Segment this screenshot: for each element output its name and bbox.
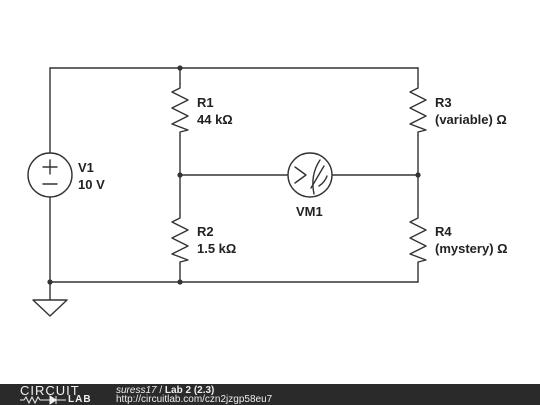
junction-dot	[177, 65, 183, 71]
circuitlab-logo[interactable]: CIRCUIT LAB	[20, 384, 110, 405]
voltmeter-scale-icon	[318, 175, 328, 187]
junction-dot	[177, 279, 183, 285]
vm1-name-label: VM1	[296, 204, 323, 219]
r3-value-label: (variable) Ω	[435, 112, 507, 127]
meta-separator: /	[156, 385, 165, 396]
r1-value-label: 44 kΩ	[197, 112, 233, 127]
r2-value-label: 1.5 kΩ	[197, 241, 236, 256]
r3-name-label: R3	[435, 95, 452, 110]
resistor-r2-symbol[interactable]	[171, 213, 189, 265]
voltmeter-arrow-icon	[294, 166, 307, 184]
voltage-source-v1-symbol[interactable]	[27, 152, 73, 198]
voltmeter-vm1-symbol[interactable]	[287, 152, 333, 198]
circuit-title[interactable]: Lab 2 (2.3)	[164, 385, 215, 396]
resistor-r3-symbol[interactable]	[409, 83, 427, 137]
junction-dot	[177, 172, 183, 178]
voltmeter-needle-icon	[310, 165, 325, 189]
r2-name-label: R2	[197, 224, 214, 239]
resistor-r4-symbol[interactable]	[409, 213, 427, 265]
r4-name-label: R4	[435, 224, 452, 239]
logo-text-bottom: LAB	[68, 394, 92, 405]
ground-icon	[32, 299, 68, 317]
v1-value-label: 10 V	[78, 177, 105, 192]
voltmeter-dial-icon	[312, 159, 321, 195]
junction-dot	[415, 172, 421, 178]
v1-name-label: V1	[78, 160, 94, 175]
junction-dot	[47, 279, 53, 285]
r4-value-label: (mystery) Ω	[435, 241, 508, 256]
logo-circuit-icon	[20, 395, 66, 405]
r1-name-label: R1	[197, 95, 214, 110]
logo-text-top: CIRCUIT	[20, 383, 80, 398]
author-link[interactable]: suress17	[116, 385, 157, 396]
footer-bar: CIRCUIT LAB suress17 / Lab 2 (2.3) http:…	[0, 384, 540, 405]
circuit-url-link[interactable]: http://circuitlab.com/czn2jzgp58eu7	[116, 394, 273, 405]
resistor-r1-symbol[interactable]	[171, 83, 189, 137]
circuit-schematic: V1 10 V R1 44 kΩ R2 1.5 kΩ R3 (variable)…	[27, 65, 508, 317]
circuit-meta: suress17 / Lab 2 (2.3)	[116, 385, 214, 396]
